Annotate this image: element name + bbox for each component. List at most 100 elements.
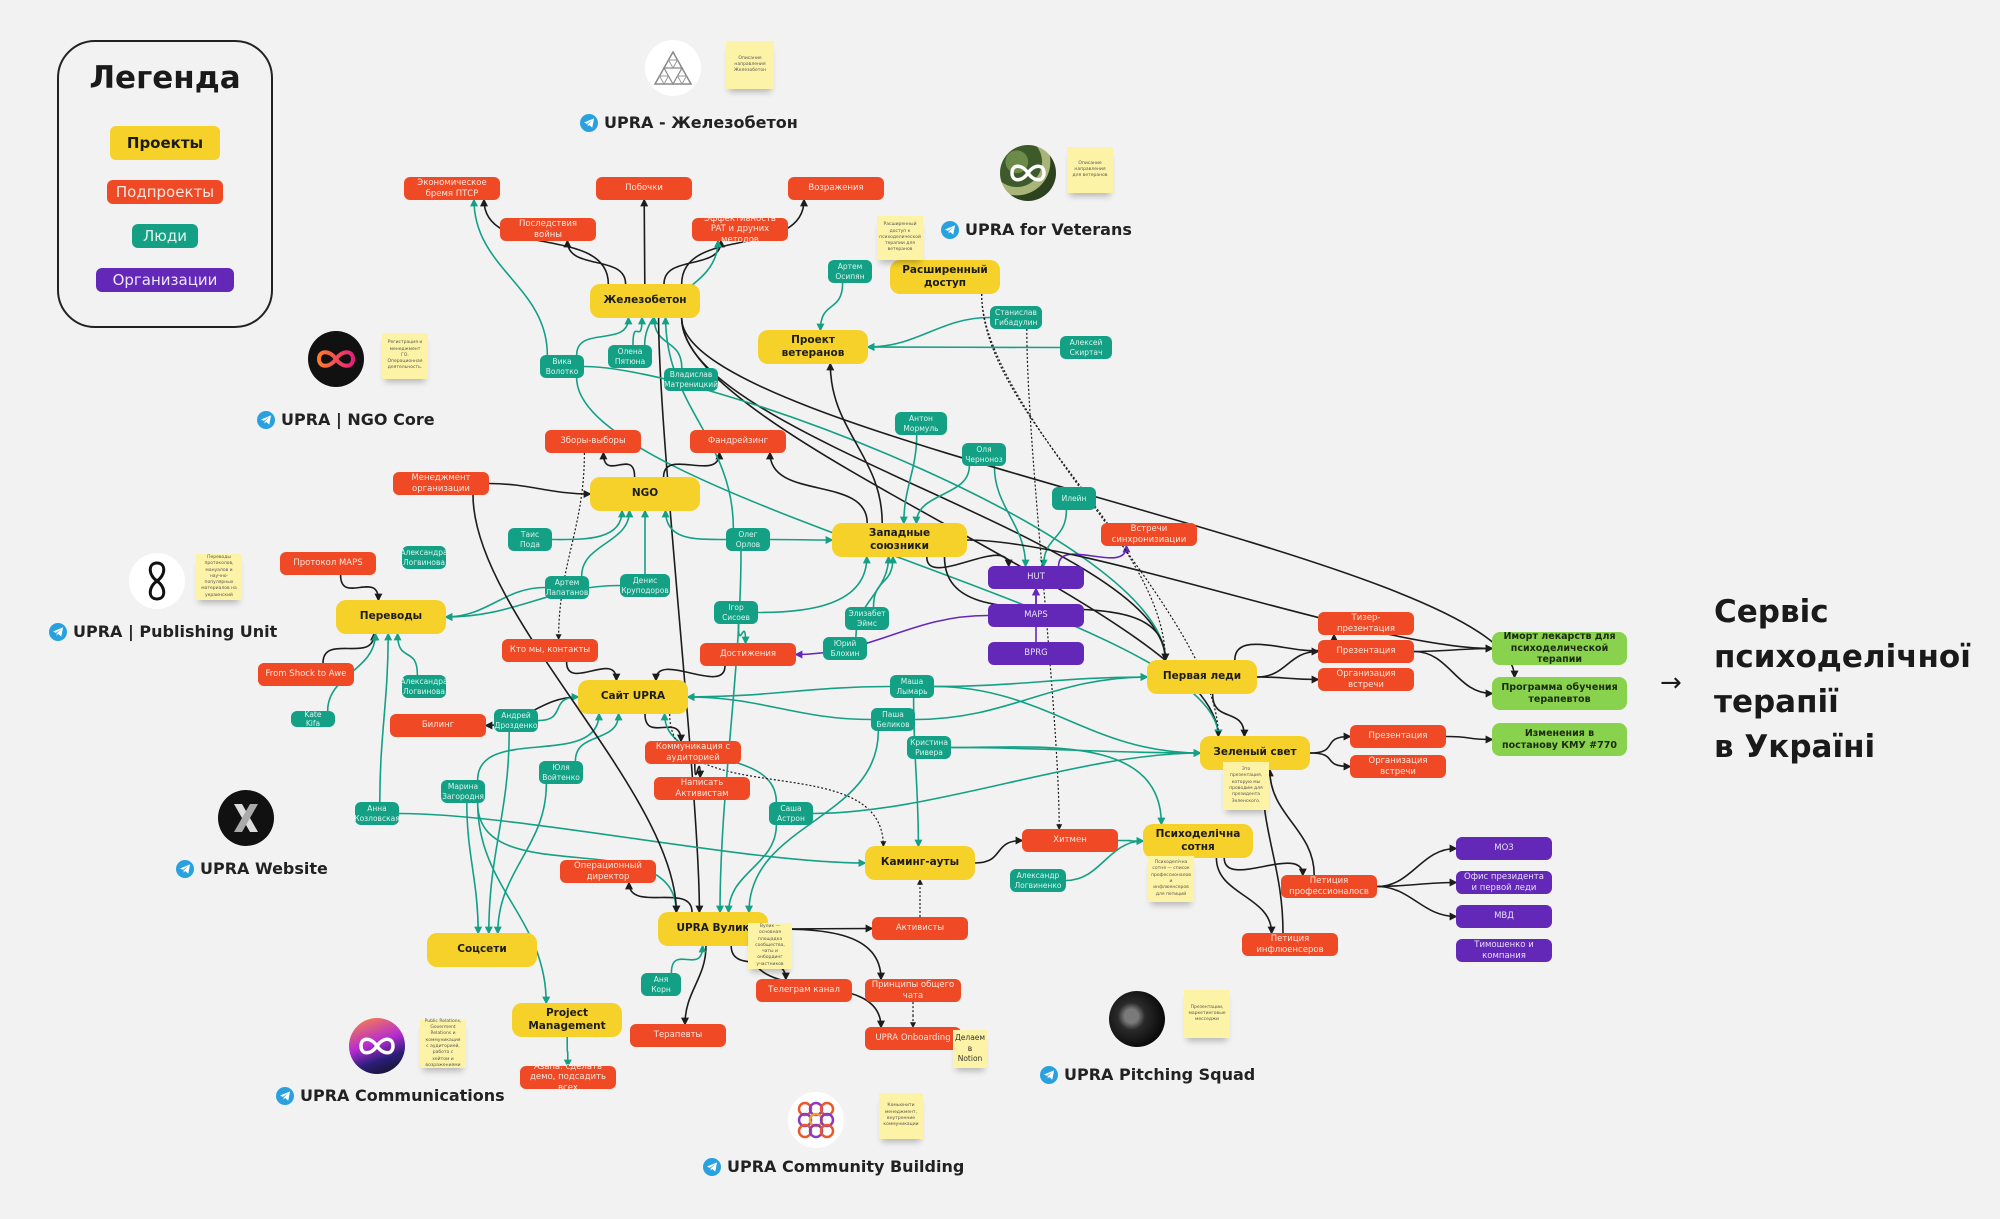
person-denis[interactable]: Денис Круподоров: [620, 574, 670, 597]
project-management[interactable]: Project Management: [512, 1003, 622, 1037]
person-masha[interactable]: Маша Лымарь: [890, 675, 934, 698]
person-kate-kifa[interactable]: Kate Kifa: [291, 710, 335, 728]
project-social-media[interactable]: Соцсети: [427, 933, 537, 967]
subproject-presentation-first-lady[interactable]: Презентация: [1318, 640, 1414, 663]
org-hut[interactable]: HUT: [988, 566, 1084, 589]
project-western-allies[interactable]: Западные союзники: [832, 523, 967, 557]
subproject-audience-communication[interactable]: Коммуникация с аудиторией: [645, 741, 741, 764]
person-vlad[interactable]: Владислав Матреницкий: [664, 368, 718, 391]
subproject-fundraising[interactable]: Фандрейзинг: [690, 430, 786, 453]
person-artem-lapatanov[interactable]: Артем Лапатанов: [545, 576, 589, 599]
edge-oleg-to-ngo: [661, 509, 727, 541]
subproject-onboarding[interactable]: UPRA Onboarding: [865, 1027, 961, 1050]
channel-ngo-core[interactable]: UPRA | NGO Core: [257, 410, 435, 429]
channel-pitching-squad[interactable]: UPRA Pitching Squad: [1040, 1065, 1255, 1084]
subproject-shock-to-awe[interactable]: From Shock to Awe: [258, 663, 354, 686]
subproject-therapists[interactable]: Терапевты: [630, 1024, 726, 1047]
person-andrey[interactable]: Андрей Дрозденко: [494, 709, 538, 732]
org-moz[interactable]: МОЗ: [1456, 837, 1552, 860]
subproject-side-effects[interactable]: Побочки: [596, 177, 692, 200]
subproject-efficiency[interactable]: Эффективность PAT и друних методов: [692, 214, 788, 245]
project-coming-outs[interactable]: Каминг-ауты: [865, 846, 975, 880]
subproject-activists[interactable]: Активисты: [872, 917, 968, 940]
channel-publishing-unit[interactable]: UPRA | Publishing Unit: [49, 622, 277, 641]
subproject-hitman[interactable]: Хитмен: [1022, 829, 1118, 852]
subproject-billing[interactable]: Билинг: [390, 714, 486, 737]
sticky-note-veterans: Описание направления для ветеранов: [1067, 147, 1113, 193]
subproject-telegram-channel[interactable]: Телеграм канал: [756, 979, 852, 1002]
subproject-teaser-presentation[interactable]: Тизер-презентация: [1318, 612, 1414, 635]
person-anya[interactable]: Аня Корн: [641, 973, 681, 996]
goal-kmu-770[interactable]: Изменения в постанову КМУ #770: [1492, 723, 1627, 756]
project-zhelezobeton[interactable]: Железобетон: [590, 284, 700, 318]
person-igor[interactable]: Ігор Сисоев: [714, 601, 758, 624]
person-tais[interactable]: Таис Пода: [508, 528, 552, 551]
subproject-petition-professionals[interactable]: Петиция профессионалосв: [1281, 875, 1377, 898]
person-alexandr[interactable]: Александр Логвиненко: [1010, 869, 1066, 892]
subproject-who-we-are[interactable]: Кто мы, контакты: [502, 639, 598, 662]
subproject-asana[interactable]: Asana: сделать демо, подсадить всех: [520, 1062, 616, 1093]
org-bprg[interactable]: BPRG: [988, 642, 1084, 665]
channel-communications[interactable]: UPRA Communications: [276, 1086, 505, 1105]
subproject-chat-rules[interactable]: Принципы общего чата: [865, 979, 961, 1002]
project-psychedelic-hundred[interactable]: Психоделічна сотня: [1143, 824, 1253, 858]
org-maps[interactable]: MAPS: [988, 604, 1084, 627]
goal-therapist-training[interactable]: Программа обучения терапевтов: [1492, 677, 1627, 710]
person-olya[interactable]: Оля Черноноз: [962, 443, 1006, 466]
org-mvd[interactable]: МВД: [1456, 905, 1552, 928]
person-alexey[interactable]: Алексей Скиртач: [1060, 336, 1112, 359]
project-ngo[interactable]: NGO: [590, 477, 700, 511]
subproject-economic-burden[interactable]: Экономическое бремя ПТСР: [404, 177, 500, 200]
person-kristina[interactable]: Кристина Ривера: [907, 736, 951, 759]
project-first-lady[interactable]: Первая леди: [1147, 660, 1257, 694]
person-oleg[interactable]: Олег Орлов: [726, 528, 770, 551]
project-extended-access[interactable]: Расширенный доступ: [890, 260, 1000, 294]
subproject-achievements[interactable]: Достижения: [700, 643, 796, 666]
channel-zhelezobeton[interactable]: UPRA - Железобетон: [580, 113, 798, 132]
channel-name: UPRA | NGO Core: [281, 410, 435, 429]
subproject-fundraising-elections[interactable]: Зборы-выборы: [545, 430, 641, 453]
person-stanislav[interactable]: Станислав Гибадулин: [990, 306, 1042, 329]
project-veterans[interactable]: Проект ветеранов: [758, 330, 868, 364]
edge-pet_prof-to-mvd: [1376, 885, 1458, 921]
subproject-petition-influencers[interactable]: Петиция инфлюенсеров: [1242, 933, 1338, 956]
org-tymoshenko[interactable]: Тимошенко и компания: [1456, 939, 1552, 962]
edge-alexandra2-to-translations: [393, 632, 419, 676]
person-ilein[interactable]: Илейн: [1052, 487, 1096, 510]
subproject-write-activists[interactable]: Написать Активистам: [654, 777, 750, 800]
subproject-meeting-first-lady[interactable]: Организация встречи: [1318, 668, 1414, 691]
org-president-office[interactable]: Офис президента и первой леди: [1456, 871, 1552, 894]
person-anton[interactable]: Антон Мормуль: [895, 412, 947, 435]
person-elizabet[interactable]: Элизабет Эймс: [845, 607, 889, 630]
channel-veterans[interactable]: UPRA for Veterans: [941, 220, 1132, 239]
person-pasha[interactable]: Паша Беликов: [871, 708, 915, 731]
goal-drug-import[interactable]: Иморт лекарств для психоделической терап…: [1492, 631, 1627, 665]
person-alexandra-2[interactable]: Александра Логвинова: [400, 675, 448, 698]
subproject-sync-meetings[interactable]: Встречи синхронизиации: [1101, 523, 1197, 546]
person-marina[interactable]: Марина Загородня: [441, 780, 485, 803]
subproject-war-consequences[interactable]: Последствия войны: [500, 218, 596, 241]
edge-olya-to-hut: [993, 465, 1030, 568]
subproject-org-management[interactable]: Менеджмент организации: [393, 472, 489, 495]
subproject-operational-director[interactable]: Операционный директор: [560, 860, 656, 883]
person-anna[interactable]: Анна Козловская: [354, 802, 400, 825]
channel-name: UPRA Communications: [300, 1086, 505, 1105]
legend-item-subprojects: Подпроекты: [107, 180, 223, 204]
person-vika[interactable]: Вика Волотко: [540, 355, 584, 378]
subproject-maps-protocol[interactable]: Протокол MAPS: [280, 552, 376, 575]
person-yuriy[interactable]: Юрий Блохин: [823, 637, 867, 660]
person-artem-osipyan[interactable]: Артем Осипян: [828, 260, 872, 283]
project-site[interactable]: Сайт UPRA: [578, 680, 688, 714]
person-alexandra-1[interactable]: Александра Логвинова: [400, 546, 448, 569]
subproject-meeting-green-light[interactable]: Организация встречи: [1350, 755, 1446, 778]
subproject-presentation-green-light[interactable]: Презентация: [1350, 725, 1446, 748]
person-olena[interactable]: Олена Пятюна: [608, 345, 652, 368]
person-yulia[interactable]: Юля Войтенко: [539, 761, 583, 784]
person-sasha[interactable]: Саша Астрон: [769, 802, 813, 825]
project-translations[interactable]: Переводы: [336, 600, 446, 634]
edge-anya-to-vulyk: [670, 944, 707, 974]
channel-website[interactable]: UPRA Website: [176, 859, 328, 878]
channel-community-building[interactable]: UPRA Community Building: [703, 1157, 964, 1176]
subproject-objections[interactable]: Возражения: [788, 177, 884, 200]
ring-pattern-logo: [788, 1092, 844, 1148]
